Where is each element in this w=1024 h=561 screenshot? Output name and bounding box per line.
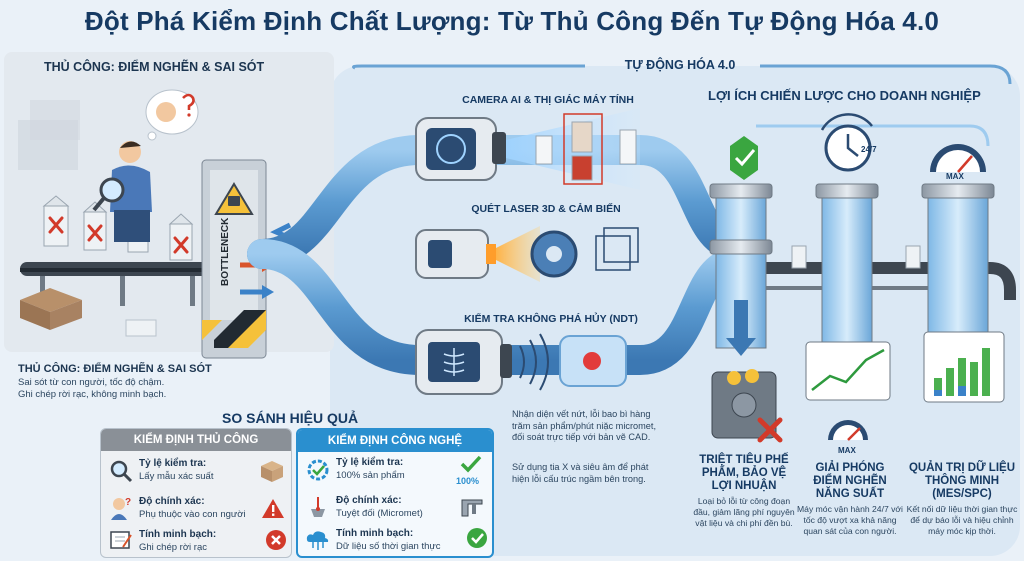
tech-row-rate: Tỷ lệ kiểm tra: 100% sản phẩm 100%	[298, 452, 492, 492]
approve-icon	[467, 528, 487, 548]
manual-row-value: Phụ thuộc vào con người	[139, 509, 246, 520]
manual-row-rate: Tỷ lệ kiểm tra: Lấy mẫu xác suất	[101, 453, 291, 493]
manual-desc-line: Ghi chép rời rạc, không minh bạch.	[18, 389, 167, 400]
tech-row-value: Tuyệt đối (Micromet)	[336, 508, 423, 519]
compare-title: SO SÁNH HIỆU QUẢ	[222, 410, 359, 426]
benefit-desc: Kết nối dữ liệu thời gian thực để dự báo…	[906, 504, 1018, 536]
tech-card-header: KIỂM ĐỊNH CÔNG NGHỆ	[298, 430, 492, 452]
tech-row-accuracy: Độ chính xác: Tuyệt đối (Micromet)	[298, 490, 492, 530]
benefit-title: PHẨM, BẢO VỆ	[701, 467, 787, 479]
tech-card: KIỂM ĐỊNH CÔNG NGHỆ Tỷ lệ kiểm tra: 100%…	[296, 428, 494, 558]
page-title: Đột Phá Kiểm Định Chất Lượng: Từ Thủ Côn…	[84, 6, 940, 36]
tech-row-value: Dữ liệu số thời gian thực	[336, 541, 441, 552]
ndt-description-1: Nhận diện vết nứt, lỗi bao bì hàng trăm …	[512, 409, 656, 443]
clock-24-7-icon: 24/7	[861, 145, 877, 154]
benefit-desc: Máy móc vận hành 24/7 với tốc độ vượt xa…	[797, 504, 903, 536]
notebook-icon	[110, 531, 132, 549]
lane-laser-label: QUÉT LASER 3D & CẢM BIẾN	[471, 203, 621, 215]
benefit-title: QUẢN TRỊ DỮ LIỆU	[908, 462, 1015, 474]
tech-row-label: Độ chính xác:	[336, 495, 402, 506]
manual-description: Sai sót từ con người, tốc độ chậm. Ghi c…	[18, 377, 268, 401]
caliper-icon	[461, 499, 483, 517]
benefit-title: TRIỆT TIÊU PHẾ	[699, 454, 789, 466]
manual-subheading: THỦ CÔNG: ĐIỂM NGHẼN & SAI SÓT	[18, 363, 212, 375]
gauge-label: MAX	[946, 172, 964, 181]
laser-precision-icon	[311, 497, 325, 517]
benefit-data: QUẢN TRỊ DỮ LIỆU THÔNG MINH (MES/SPC) Kế…	[906, 462, 1018, 536]
ndt-description-2: Sử dụng tia X và siêu âm để phát hiện lỗ…	[512, 462, 649, 484]
gear-check-icon	[307, 459, 329, 481]
gauge-max-icon: MAX	[946, 172, 964, 181]
manual-row-label: Độ chính xác:	[139, 496, 205, 507]
manual-desc-line: Sai sót từ con người, tốc độ chậm.	[18, 377, 165, 388]
person-question-icon: ?	[111, 497, 131, 520]
benefit-title: NĂNG SUẤT	[815, 488, 885, 500]
manual-row-value: Lấy mẫu xác suất	[139, 471, 214, 482]
benefit-title: LỢI NHUẬN	[711, 480, 777, 492]
box-icon	[261, 461, 283, 482]
gauge-small-icon: MAX	[838, 446, 856, 455]
lane-ndt-label: KIỂM TRA KHÔNG PHÁ HỦY (NDT)	[464, 313, 638, 325]
manual-heading: THỦ CÔNG: ĐIỂM NGHẼN & SAI SÓT	[44, 60, 265, 74]
badge-100-text: 100%	[456, 476, 479, 486]
benefit-heading: LỢI ÍCH CHIẾN LƯỢC CHO DOANH NGHIỆP	[708, 88, 981, 103]
tech-row-label: Tỷ lệ kiểm tra:	[336, 457, 404, 468]
benefit-productivity: GIẢI PHÓNG ĐIỂM NGHẼN NĂNG SUẤT Máy móc …	[796, 462, 904, 536]
manual-card-header: KIỂM ĐỊNH THỦ CÔNG	[101, 429, 291, 451]
gauge-small-label: MAX	[838, 446, 856, 455]
benefit-title: ĐIỂM NGHẼN	[813, 475, 887, 487]
manual-row-accuracy: ? Độ chính xác: Phụ thuộc vào con người	[101, 491, 291, 531]
benefit-title: THÔNG MINH	[924, 475, 1000, 487]
clock-label: 24/7	[861, 145, 877, 154]
tech-row-label: Tính minh bạch:	[336, 528, 414, 539]
manual-row-label: Tính minh bạch:	[139, 529, 217, 540]
manual-row-label: Tỷ lệ kiểm tra:	[139, 458, 207, 469]
manual-row-transparency: Tính minh bạch: Ghi chép rời rạc	[101, 525, 291, 557]
bottleneck-label: BOTTLENECK	[220, 217, 231, 287]
manual-card: KIỂM ĐỊNH THỦ CÔNG Tỷ lệ kiểm tra: Lấy m…	[100, 428, 292, 558]
tech-row-value: 100% sản phẩm	[336, 470, 405, 481]
tech-row-transparency: Tính minh bạch: Dữ liệu số thời gian thự…	[298, 524, 492, 556]
benefit-waste: TRIỆT TIÊU PHẾ PHẨM, BẢO VỆ LỢI NHUẬN Lo…	[690, 454, 798, 528]
warning-icon	[262, 499, 284, 518]
reject-icon	[266, 530, 286, 550]
magnifier-icon	[110, 460, 133, 483]
lane-camera-label: CAMERA AI & THỊ GIÁC MÁY TÍNH	[462, 94, 634, 106]
manual-row-value: Ghi chép rời rạc	[139, 542, 208, 553]
benefit-desc: Loại bỏ lỗi từ công đoạn đầu, giảm lãng …	[693, 496, 795, 528]
svg-text:?: ?	[125, 497, 131, 508]
check-badge-icon: 100%	[456, 455, 482, 486]
cloud-data-icon	[306, 531, 329, 550]
benefit-title: GIẢI PHÓNG	[815, 462, 885, 474]
automation-heading: TỰ ĐỘNG HÓA 4.0	[624, 58, 736, 72]
benefit-title: (MES/SPC)	[932, 488, 992, 500]
